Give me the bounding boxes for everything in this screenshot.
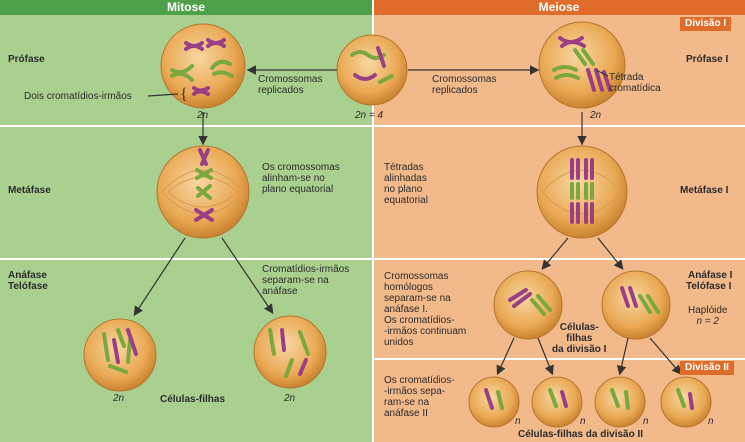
phase-label-telophase-1: Telófase I — [686, 281, 732, 292]
phase-label-metaphase-1: Metáfase I — [680, 185, 729, 196]
cell-prophase-mitosis — [160, 23, 246, 109]
cell-metaphase-meiosis — [536, 145, 628, 239]
phase-label-prophase-1: Prófase I — [686, 54, 729, 65]
arrows — [133, 65, 682, 376]
ploidy-n-3: n — [643, 416, 649, 427]
cell-center — [336, 34, 408, 106]
column-divider — [372, 0, 374, 442]
sister-chromatids-label: Dois cromatídios-irmãos — [24, 91, 132, 102]
cell-daughter-div2-3 — [594, 376, 646, 428]
ploidy-daughter-left-2: 2n — [284, 393, 296, 404]
meiose-header: Meiose — [373, 0, 745, 15]
ploidy-center: 2n = 4 — [355, 110, 384, 121]
phase-label-metaphase: Metáfase — [8, 185, 51, 196]
ploidy-daughter-left-1: 2n — [113, 393, 125, 404]
row-divider — [0, 258, 745, 260]
row-divider — [0, 125, 745, 127]
ploidy-n-2: n — [580, 416, 586, 427]
cell-daughter-mitosis-1 — [83, 318, 157, 392]
ploidy-prophase-right: 2n — [590, 110, 602, 121]
cell-daughter-mitosis-2 — [253, 315, 327, 389]
cell-prophase-meiosis — [538, 21, 626, 109]
cell-daughter-div1-1 — [493, 270, 563, 340]
cell-daughter-div2-2 — [531, 376, 583, 428]
daughter-cells-div2-label: Células-filhas da divisão II — [518, 429, 644, 440]
division-2-tag: Divisão II — [680, 361, 734, 375]
svg-text:{: { — [180, 86, 188, 103]
cell-metaphase-mitosis — [156, 145, 250, 239]
phase-label-telophase: Telófase — [8, 281, 48, 292]
division-1-tag: Divisão I — [680, 17, 732, 31]
phase-label-prophase: Prófase — [8, 54, 45, 65]
daughter-cells-label: Células-filhas — [160, 394, 226, 405]
phase-label-anaphase: Anáfase — [8, 270, 47, 281]
cell-daughter-div1-2 — [601, 270, 671, 340]
cell-daughter-div2-1 — [468, 376, 520, 428]
phase-label-anaphase-1: Anáfase I — [688, 270, 733, 281]
cell-daughter-div2-4 — [660, 376, 712, 428]
ploidy-prophase-left: 2n — [197, 110, 209, 121]
ploidy-n-4: n — [708, 416, 714, 427]
ploidy-n-1: n — [515, 416, 521, 427]
mitose-header: Mitose — [0, 0, 372, 15]
row-divider — [372, 358, 745, 360]
